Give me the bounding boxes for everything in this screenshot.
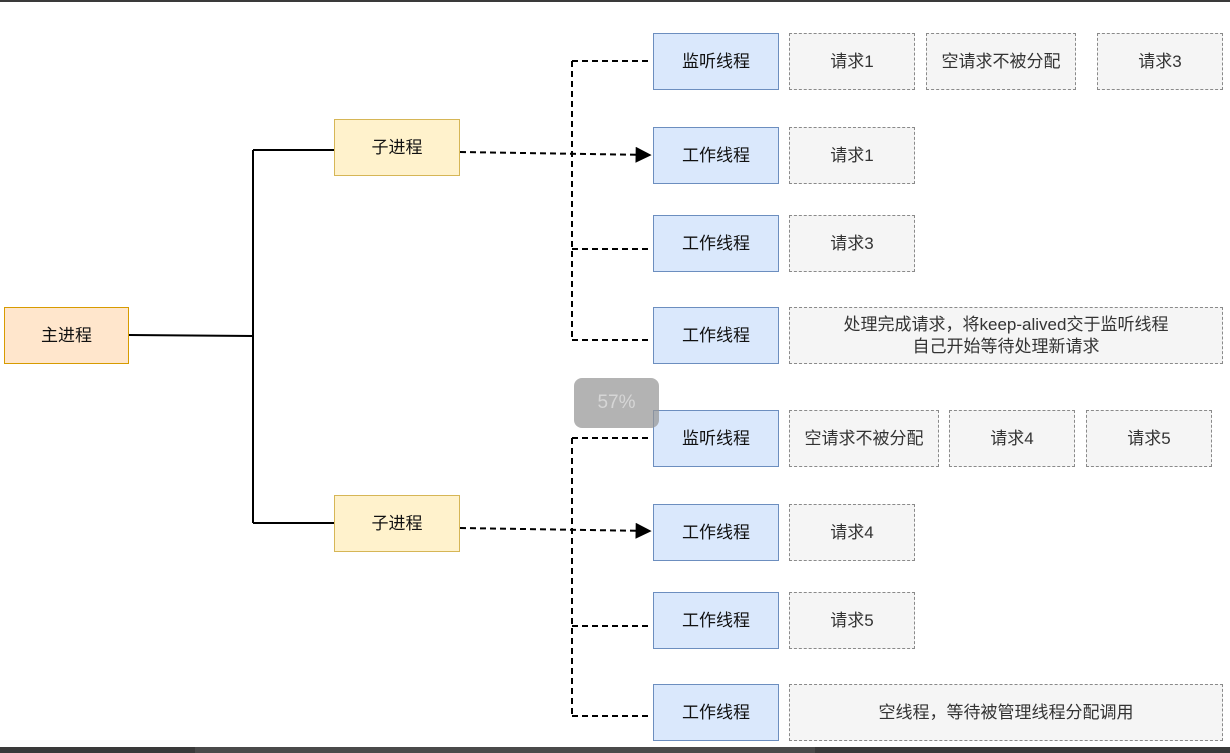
worker-thread-node-2b[interactable]: 工作线程 [653,592,779,649]
window-bottom-bar [0,747,1230,753]
request-node-g2-listen-1[interactable]: 空请求不被分配 [789,410,939,467]
worker-thread-node-2a[interactable]: 工作线程 [653,504,779,561]
child-process-node-1[interactable]: 子进程 [334,119,460,176]
request-node-g1-work-2[interactable]: 请求3 [789,215,915,272]
worker-thread-node-2c[interactable]: 工作线程 [653,684,779,741]
edge-child2-to-worker [459,522,652,539]
request-node-g1-listen-3[interactable]: 请求3 [1097,33,1223,90]
request-node-g1-work-3[interactable]: 处理完成请求，将keep-alived交于监听线程 自己开始等待处理新请求 [789,307,1223,364]
zoom-level-indicator: 57% [574,378,659,428]
request-node-g1-listen-2[interactable]: 空请求不被分配 [926,33,1076,90]
child-process-node-2[interactable]: 子进程 [334,495,460,552]
main-process-node[interactable]: 主进程 [4,307,129,364]
worker-thread-node-1c[interactable]: 工作线程 [653,307,779,364]
request-node-g2-work-2[interactable]: 请求5 [789,592,915,649]
edge-group2-bracket [571,437,652,717]
request-node-g2-listen-2[interactable]: 请求4 [949,410,1075,467]
request-node-g2-work-3[interactable]: 空线程，等待被管理线程分配调用 [789,684,1223,741]
request-node-g1-listen-1[interactable]: 请求1 [789,33,915,90]
worker-thread-node-1b[interactable]: 工作线程 [653,215,779,272]
request-node-g1-work-1[interactable]: 请求1 [789,127,915,184]
window-top-border [0,0,1230,2]
worker-thread-node-1a[interactable]: 工作线程 [653,127,779,184]
listener-thread-node-2[interactable]: 监听线程 [653,410,779,467]
request-node-g2-work-1[interactable]: 请求4 [789,504,915,561]
edge-group1-bracket [571,60,652,341]
edge-child1-to-worker [459,146,652,163]
request-node-g2-listen-3[interactable]: 请求5 [1086,410,1212,467]
listener-thread-node-1[interactable]: 监听线程 [653,33,779,90]
edge-main-to-children [128,149,334,524]
